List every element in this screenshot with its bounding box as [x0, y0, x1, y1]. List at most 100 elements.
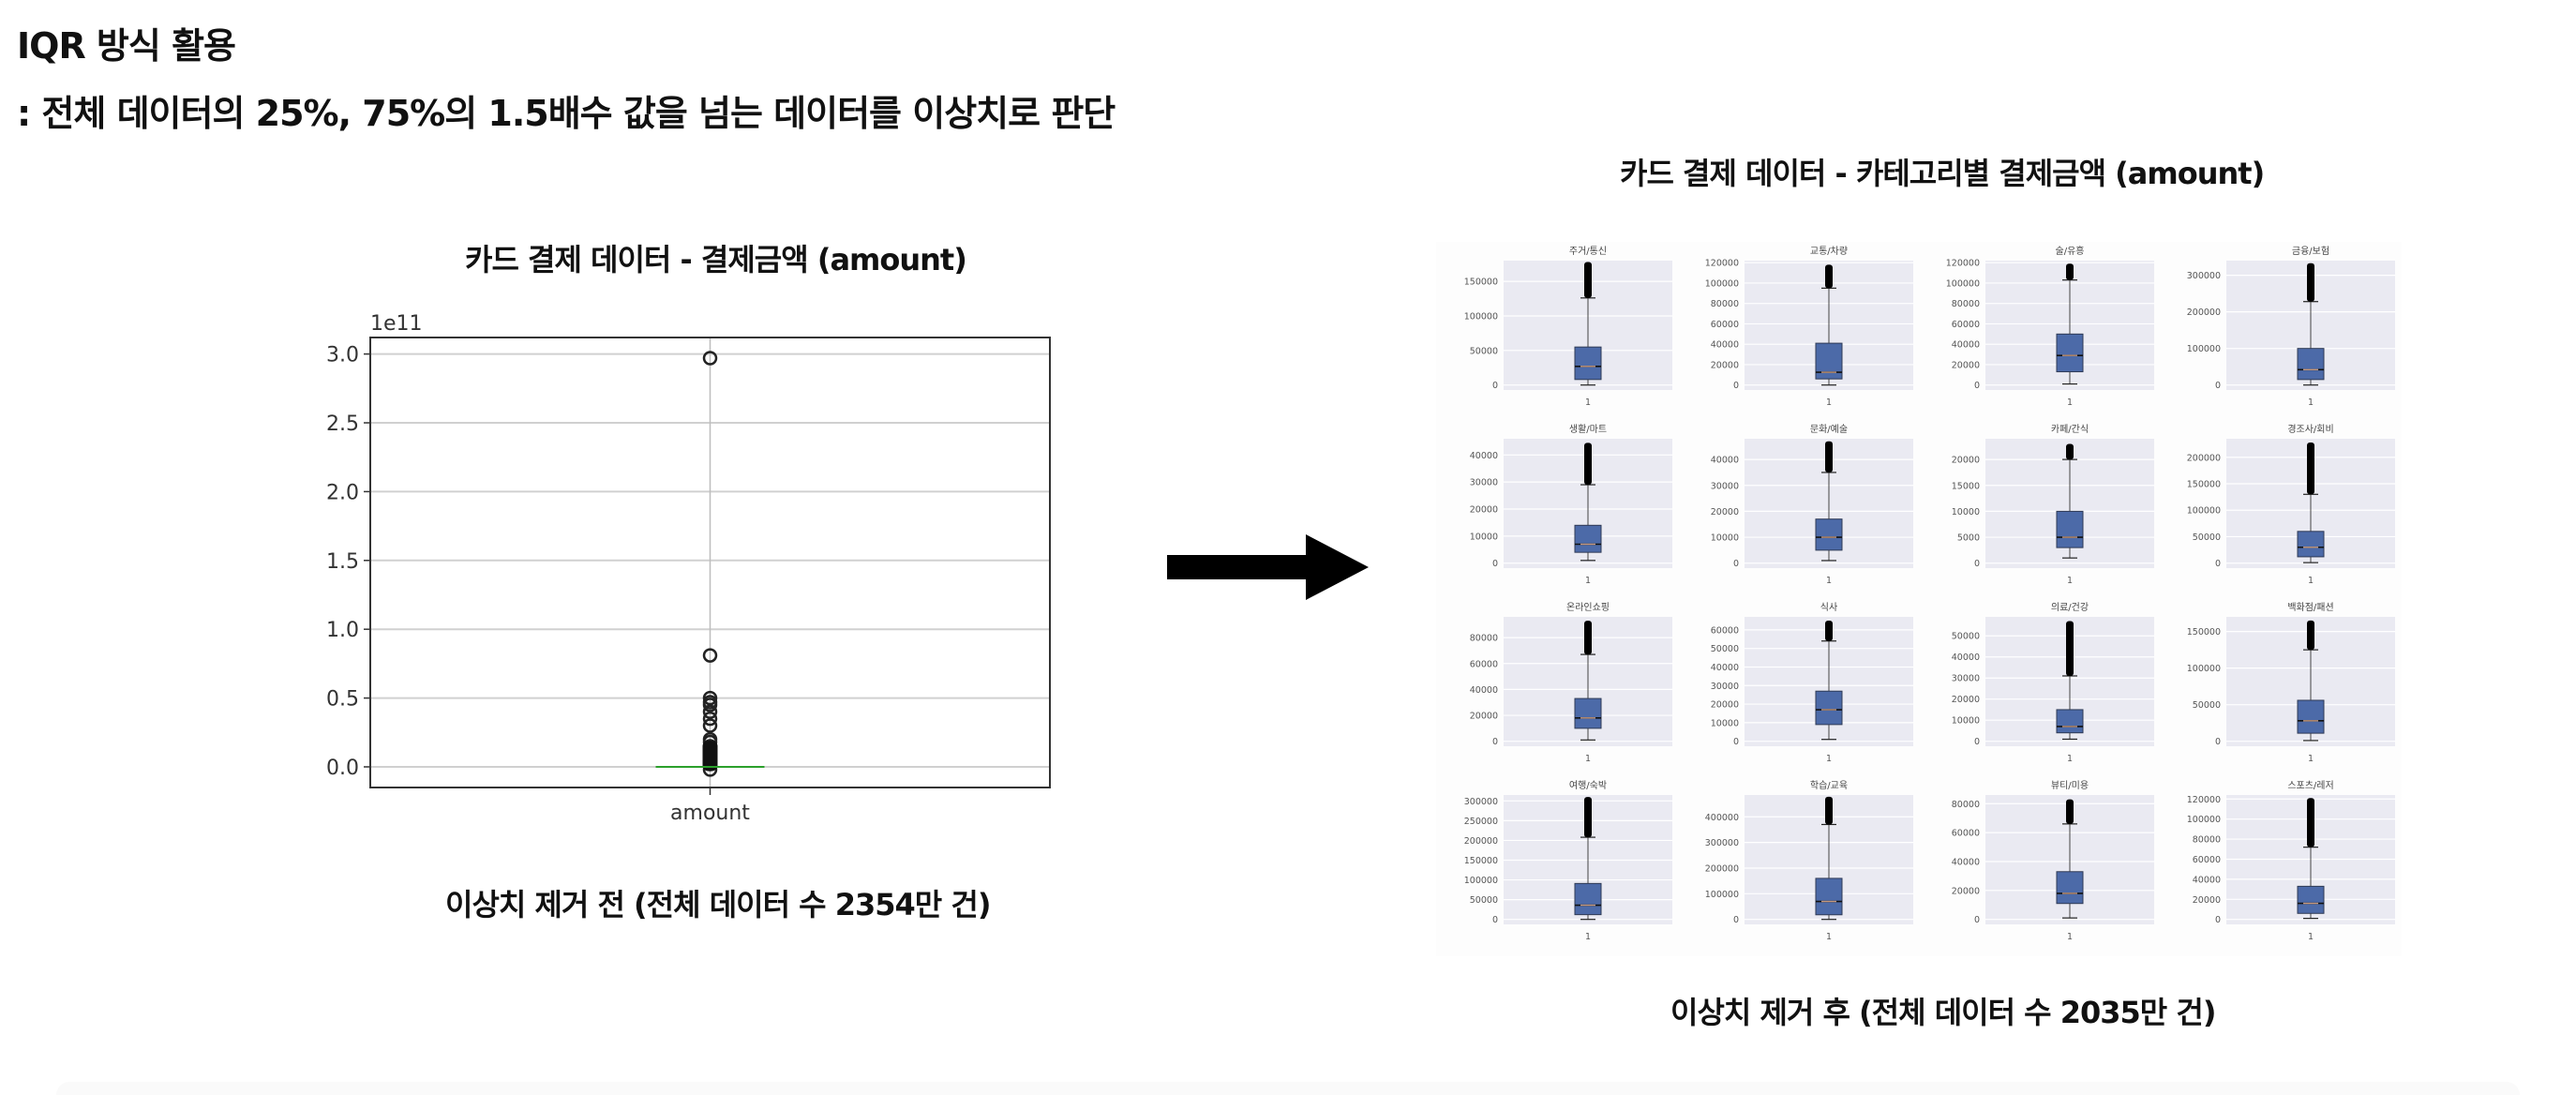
y-tick-label: 10000	[1711, 718, 1739, 728]
after-chart-title: 카드 결제 데이터 - 카테고리별 결제금액 (amount)	[1620, 156, 2265, 191]
facet-title: 금융/보험	[2292, 246, 2329, 257]
facet-title: 여행/숙박	[1569, 780, 1607, 791]
outlier-cluster	[1825, 441, 1833, 472]
y-tick-label: 300000	[1705, 838, 1739, 848]
y-tick-label: 300000	[2187, 271, 2221, 281]
y-tick-label: 50000	[1711, 644, 1739, 654]
y-tick-label: 50000	[2193, 532, 2221, 543]
before-caption: 이상치 제거 전 (전체 데이터 수 2354만 건)	[445, 887, 991, 922]
y-tick-label: 200000	[1464, 836, 1498, 847]
y-tick-label: 200000	[2187, 453, 2221, 463]
facet-title: 의료/건강	[2051, 602, 2089, 613]
y-tick-label: 100000	[1705, 278, 1739, 289]
y-tick-label: 50000	[2193, 700, 2221, 711]
y-tick-label: 80000	[1711, 299, 1739, 309]
y-tick-label: 0	[1733, 915, 1739, 925]
facet-title: 생활/마트	[1569, 423, 1607, 435]
y-tick-label: 300000	[1464, 797, 1498, 807]
arrow-right-icon	[1167, 534, 1369, 600]
y-tick-label: 30000	[1470, 478, 1498, 488]
y-tick-label: 40000	[1952, 652, 1980, 663]
y-tick-label: 60000	[1952, 320, 1980, 330]
y-tick-label: 40000	[1711, 340, 1739, 351]
y-tick-label: 20000	[1711, 360, 1739, 370]
y-tick-label: 120000	[2187, 795, 2221, 805]
y-tick-label: 100000	[1705, 890, 1739, 900]
y-tick-label: 20000	[2193, 895, 2221, 906]
iqr-box	[1815, 518, 1843, 551]
x-tick-label: 1	[1585, 932, 1591, 942]
facet-title: 경조사/회비	[2287, 423, 2333, 435]
outlier-point	[702, 704, 718, 720]
iqr-box	[1815, 342, 1843, 380]
facet-title: 식사	[1820, 602, 1837, 613]
iqr-box	[1815, 690, 1843, 726]
y-tick-label: 100000	[2187, 664, 2221, 674]
x-tick-label: 1	[2067, 754, 2073, 764]
y-tick-label: 0	[1733, 381, 1739, 391]
y-tick-label: 40000	[1711, 663, 1739, 673]
y-tick-label: 30000	[1952, 674, 1980, 684]
y-tick-label: 60000	[1711, 320, 1739, 330]
x-tick-label: 1	[2308, 932, 2314, 942]
y-tick-label: 120000	[1705, 259, 1739, 269]
y-tick-label: 100000	[2187, 344, 2221, 354]
y-tick-label: 400000	[1705, 813, 1739, 823]
y-tick-label: 60000	[1711, 625, 1739, 636]
iqr-box	[1574, 524, 1602, 553]
y-tick-label: 0	[1974, 915, 1980, 925]
x-tick-label: 1	[2067, 932, 2073, 942]
x-tick-label: 1	[1826, 754, 1832, 764]
y-tick-label: 0	[1733, 559, 1739, 569]
page-subtitle: : 전체 데이터의 25%, 75%의 1.5배수 값을 넘는 데이터를 이상치…	[17, 93, 1116, 134]
y-tick-label: 0	[2215, 559, 2221, 569]
y-tick-label: 40000	[1711, 456, 1739, 466]
y-tick-label: 0	[1492, 559, 1498, 569]
y-tick-label: 0	[1733, 737, 1739, 747]
y-tick-label: 100000	[2187, 506, 2221, 517]
outlier-point	[702, 648, 718, 663]
y-tick-label: 40000	[1952, 340, 1980, 351]
outlier-cluster	[1584, 442, 1592, 486]
x-tick-label: 1	[2308, 398, 2314, 408]
facet-title: 문화/예술	[1810, 424, 1848, 435]
y-tick-label: 100000	[1946, 278, 1980, 289]
x-tick-label: 1	[1585, 576, 1591, 586]
y-tick-label: 15000	[1952, 481, 1980, 491]
x-tick-label: 1	[1826, 932, 1832, 942]
y-tick-label: 150000	[1464, 856, 1498, 866]
bottom-shadow	[56, 1082, 2520, 1095]
after-caption: 이상치 제거 후 (전체 데이터 수 2035만 건)	[1670, 995, 2216, 1030]
y-tick-label: 0	[1974, 559, 1980, 569]
y-tick-label: 200000	[2187, 308, 2221, 318]
facet-title: 주거/통신	[1569, 246, 1607, 257]
y-tick-label: 120000	[1946, 259, 1980, 269]
y-tick-label: 0	[2215, 915, 2221, 925]
y-tick-label: 1.5	[326, 550, 359, 574]
iqr-box	[1574, 882, 1602, 916]
x-tick-label: 1	[2067, 576, 2073, 586]
facet-title: 뷰티/미용	[2051, 780, 2089, 791]
y-tick-label: 40000	[1952, 857, 1980, 867]
outlier-point	[702, 698, 718, 712]
y-tick-label: 40000	[1470, 451, 1498, 461]
y-tick-label: 20000	[1952, 360, 1980, 370]
y-tick-label: 20000	[1952, 456, 1980, 466]
y-tick-label: 0	[1974, 737, 1980, 747]
outlier-cluster	[2066, 443, 2074, 460]
y-tick-label: 20000	[1470, 505, 1498, 516]
x-tick-label: amount	[670, 802, 750, 825]
x-tick-label: 1	[1585, 754, 1591, 764]
